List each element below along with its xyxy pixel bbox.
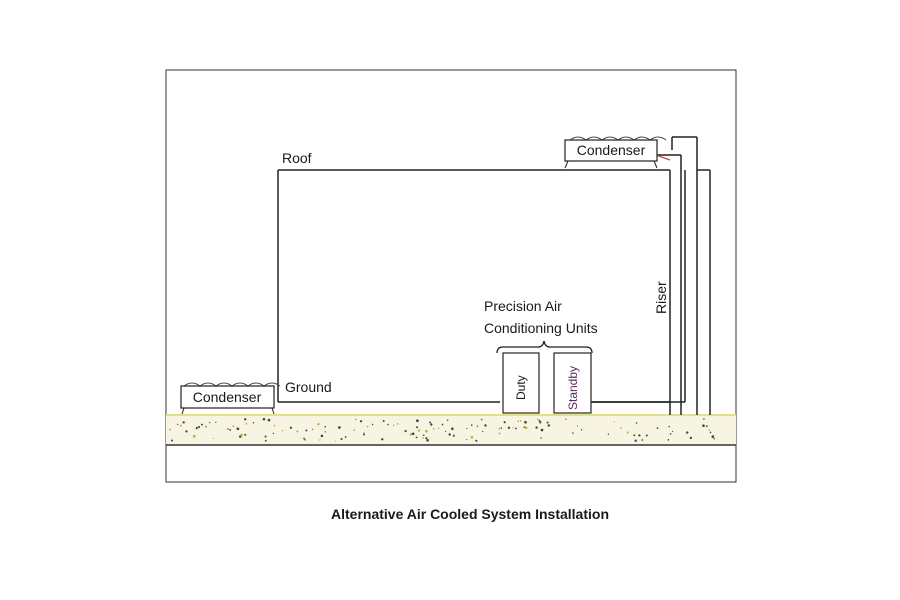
- condenser-roof-label: Condenser: [577, 142, 646, 158]
- units-bracket: [496, 340, 593, 354]
- standby-label: Standby: [566, 366, 580, 410]
- ground-label: Ground: [285, 379, 332, 395]
- ground-strip: [166, 414, 736, 446]
- refrigerant-link: [655, 154, 671, 161]
- diagram-frame: [165, 69, 737, 483]
- building-outline: [277, 169, 670, 403]
- duty-label: Duty: [514, 375, 528, 400]
- standby-unit: Standby: [553, 352, 592, 414]
- riser-label: Riser: [653, 281, 669, 314]
- duty-unit: Duty: [502, 352, 540, 414]
- riser-pipes: [590, 136, 711, 415]
- precision-ac-label-line2: Conditioning Units: [484, 320, 598, 336]
- ground-condenser: Condenser: [180, 382, 281, 415]
- roof-condenser: Condenser: [564, 136, 667, 169]
- diagram-caption: Alternative Air Cooled System Installati…: [331, 506, 609, 522]
- roof-label: Roof: [282, 150, 312, 166]
- precision-ac-label-line1: Precision Air: [484, 298, 562, 314]
- condenser-ground-label: Condenser: [193, 389, 262, 405]
